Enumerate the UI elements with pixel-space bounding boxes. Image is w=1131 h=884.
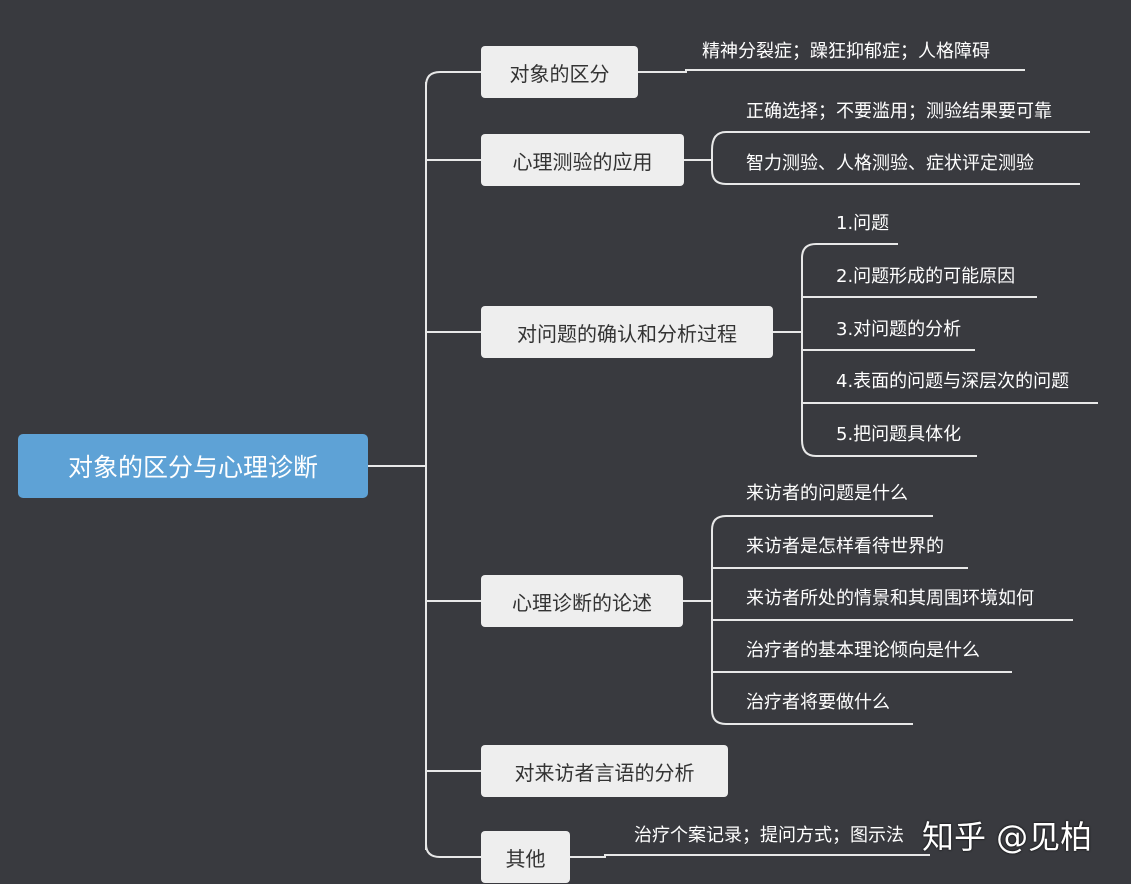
leaf-bracket-3 bbox=[683, 515, 1073, 725]
leaf-item[interactable]: 来访者是怎样看待世界的 bbox=[746, 536, 944, 557]
leaf-bracket-2 bbox=[773, 243, 1098, 457]
leaf-item[interactable]: 来访者所处的情景和其周围环境如何 bbox=[746, 588, 1034, 609]
leaf-item[interactable]: 5.把问题具体化 bbox=[836, 424, 962, 445]
leaf-item[interactable]: 来访者的问题是什么 bbox=[746, 483, 908, 504]
leaf-item[interactable]: 1.问题 bbox=[836, 213, 890, 234]
leaf-bracket-1 bbox=[684, 131, 1090, 185]
leaf-line-5-0 bbox=[570, 854, 930, 858]
branch-node-other[interactable]: 其他 bbox=[481, 831, 570, 883]
leaf-item[interactable]: 4.表面的问题与深层次的问题 bbox=[836, 371, 1070, 392]
branch-node-diagnosis-statement[interactable]: 心理诊断的论述 bbox=[481, 575, 683, 627]
branch-node-speech-analysis[interactable]: 对来访者言语的分析 bbox=[481, 745, 728, 797]
leaf-item[interactable]: 治疗个案记录；提问方式；图示法 bbox=[634, 825, 904, 846]
branch-connector-0 bbox=[425, 71, 481, 87]
leaf-item[interactable]: 智力测验、人格测验、症状评定测验 bbox=[746, 153, 1034, 174]
branch-node-problem-analysis[interactable]: 对问题的确认和分析过程 bbox=[481, 306, 773, 358]
leaf-line-0-0 bbox=[638, 69, 1025, 73]
branch-connector-5 bbox=[425, 843, 481, 858]
leaf-item[interactable]: 正确选择；不要滥用；测验结果要可靠 bbox=[746, 101, 1052, 122]
leaf-item[interactable]: 3.对问题的分析 bbox=[836, 319, 962, 340]
root-topic[interactable]: 对象的区分与心理诊断 bbox=[18, 434, 368, 498]
leaf-item[interactable]: 2.问题形成的可能原因 bbox=[836, 266, 1016, 287]
branch-node-psych-test[interactable]: 心理测验的应用 bbox=[481, 134, 684, 186]
leaf-item[interactable]: 治疗者将要做什么 bbox=[746, 692, 890, 713]
leaf-item[interactable]: 治疗者的基本理论倾向是什么 bbox=[746, 640, 980, 661]
leaf-item[interactable]: 精神分裂症；躁狂抑郁症；人格障碍 bbox=[702, 41, 990, 62]
watermark: 知乎 @见柏 bbox=[922, 818, 1093, 856]
branch-node-object-distinction[interactable]: 对象的区分 bbox=[481, 46, 638, 98]
